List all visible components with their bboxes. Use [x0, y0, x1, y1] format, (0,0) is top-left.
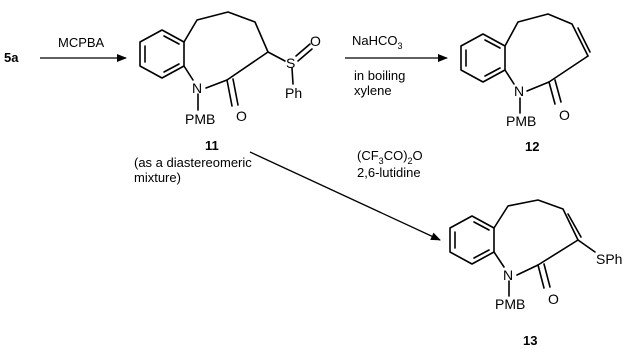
start-compound-label: 5a	[4, 50, 19, 65]
compound11-note-line2: mixture)	[134, 170, 181, 185]
structure-compound-11	[139, 11, 313, 111]
atom-o-11: O	[236, 108, 247, 124]
atom-so-11: O	[310, 33, 321, 49]
atom-pmb-11: PMB	[185, 111, 215, 127]
atom-o-12: O	[559, 107, 570, 123]
compound-number-13: 13	[523, 333, 537, 348]
atom-n-11: N	[192, 80, 202, 96]
reagent-lutidine: 2,6-lutidine	[357, 165, 421, 180]
reagent-tfaa: (CF3CO)2O	[357, 148, 423, 166]
atom-sph-13: SPh	[596, 251, 622, 267]
atom-s-11: S	[286, 55, 295, 71]
atom-o-13: O	[548, 291, 559, 307]
compound11-note-line1: (as a diastereomeric	[134, 155, 252, 170]
atom-ph-11: Ph	[285, 85, 302, 101]
atom-pmb-12: PMB	[506, 113, 536, 129]
reagent-mcpba: MCPBA	[58, 35, 105, 50]
condition-xylene: xylene	[354, 83, 392, 98]
compound-number-11: 11	[205, 138, 219, 153]
reagent-nahco3: NaHCO3	[352, 33, 403, 51]
atom-n-13: N	[503, 267, 513, 283]
compound-number-12: 12	[525, 139, 539, 154]
atom-n-12: N	[514, 83, 524, 99]
structure-compound-12	[460, 13, 591, 114]
atom-pmb-13: PMB	[495, 296, 525, 312]
structure-compound-13	[449, 199, 596, 297]
condition-in-boiling: in boiling	[354, 68, 405, 83]
arrow-step3	[249, 151, 441, 241]
